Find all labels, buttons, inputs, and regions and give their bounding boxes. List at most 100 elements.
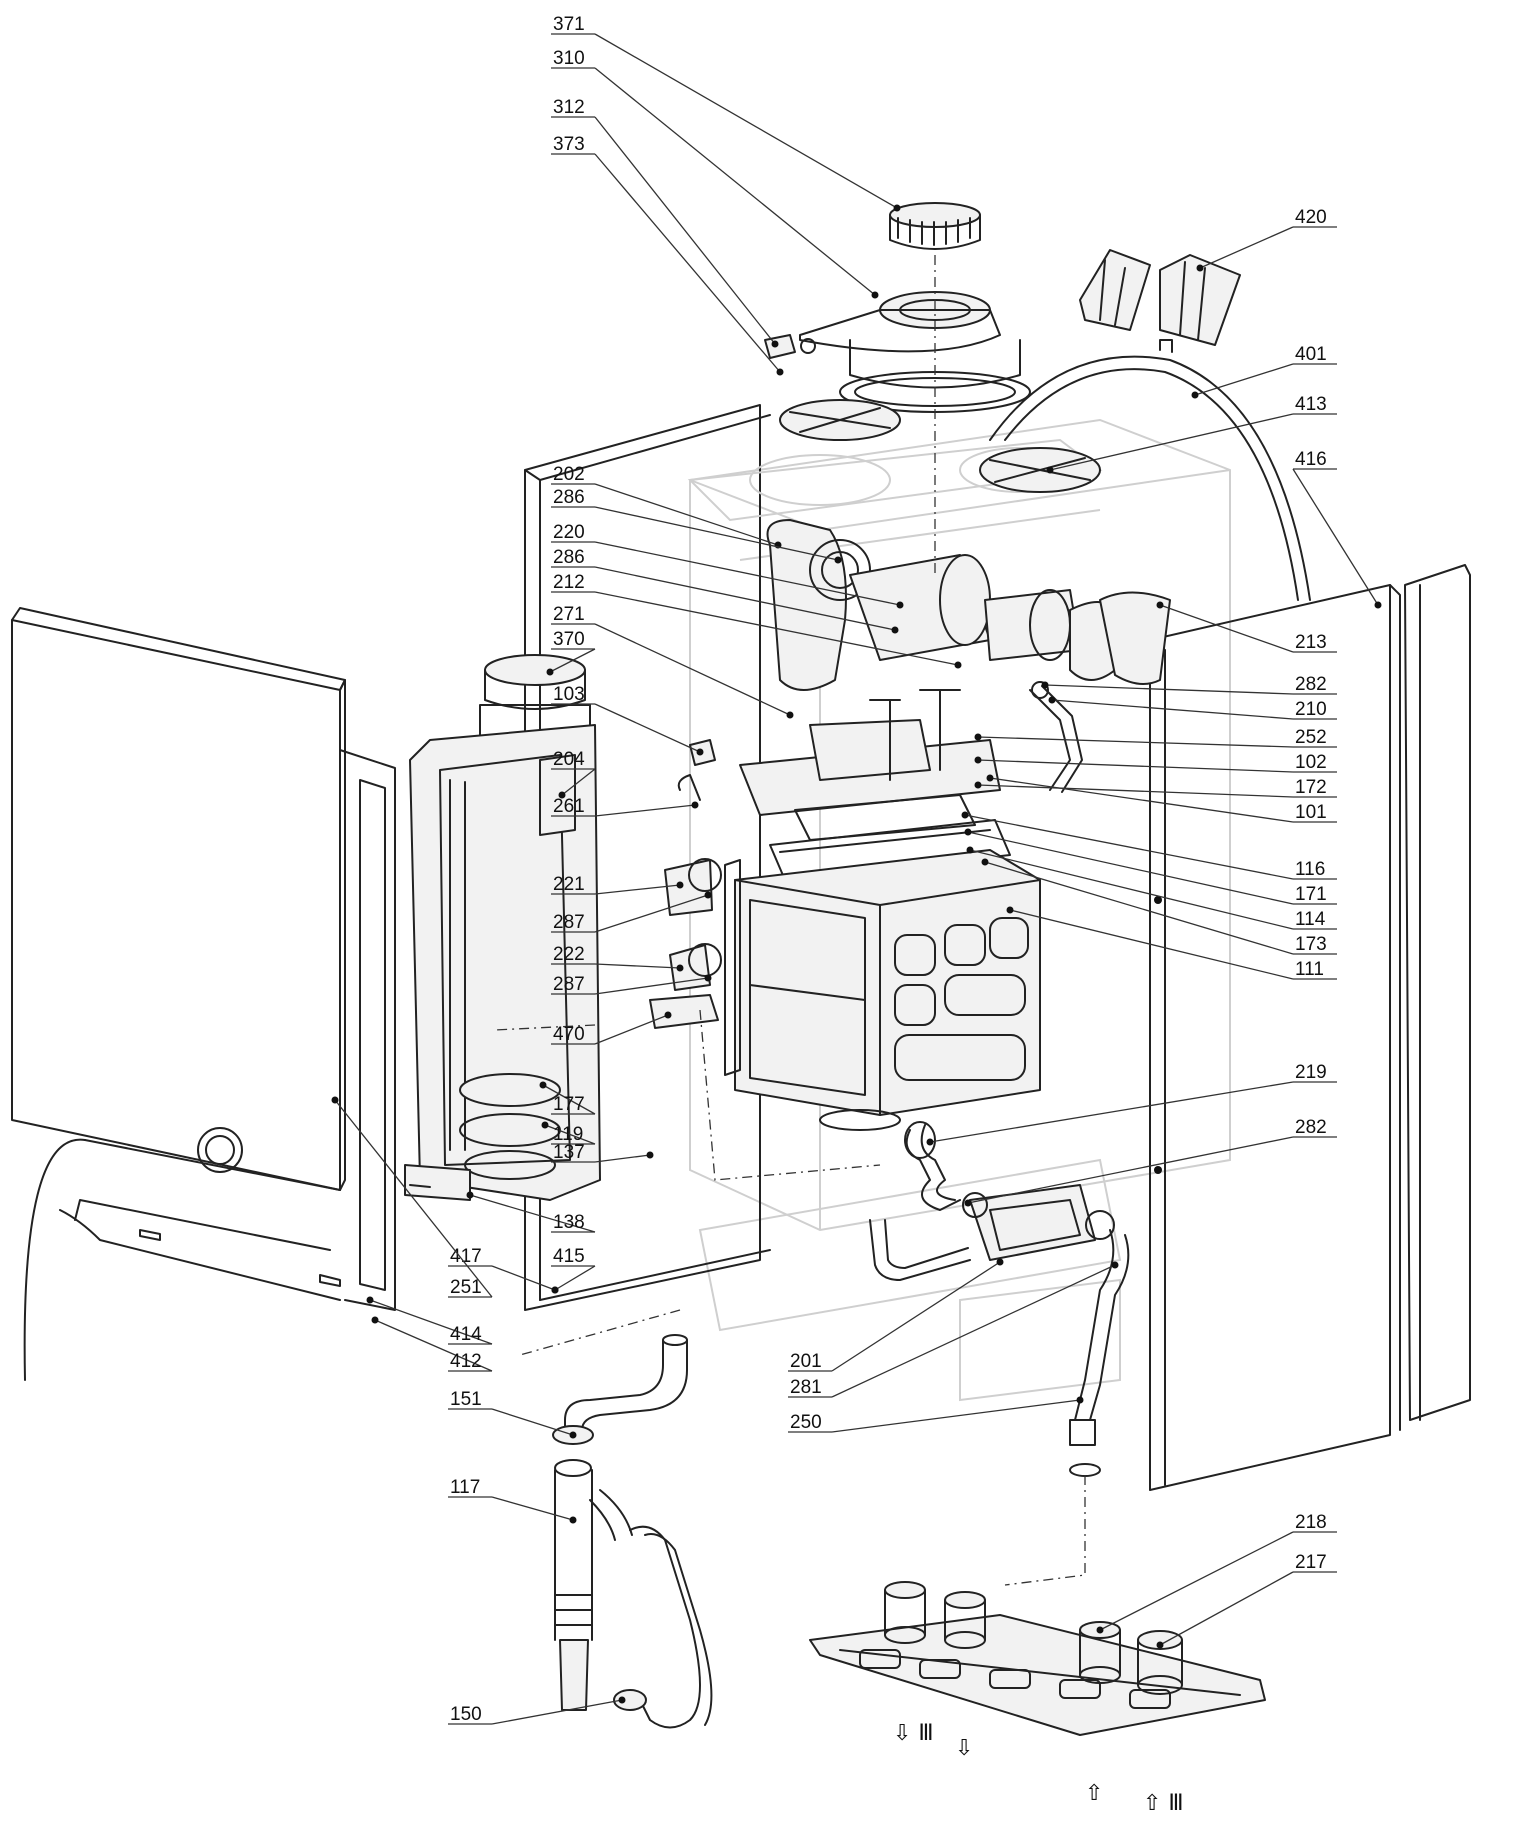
callout-dot: [558, 791, 566, 799]
part-number-label: 117: [450, 1477, 480, 1498]
callout-114: 114: [966, 846, 1337, 930]
callout-leader: [491, 1408, 574, 1436]
callout-416: 416: [1292, 449, 1382, 609]
gas-pipe: [1029, 681, 1083, 793]
part-number-label: 420: [1295, 207, 1327, 228]
callout-150: 150: [448, 1696, 626, 1725]
callout-dot: [676, 881, 684, 889]
part-number-label: 201: [790, 1351, 822, 1372]
wall-bracket: [1079, 249, 1241, 346]
callout-dot: [646, 1151, 654, 1159]
callout-286: 286: [551, 547, 899, 634]
callout-dot: [1048, 696, 1056, 704]
part-number-label: 370: [553, 629, 585, 650]
callout-312: 312: [551, 97, 779, 348]
callout-leader: [594, 884, 681, 895]
callout-leader: [1044, 684, 1294, 695]
part-number-label: 281: [790, 1377, 822, 1398]
callout-leader: [491, 1699, 623, 1725]
callout-219: 219: [926, 1062, 1337, 1146]
part-number-label: 116: [1295, 859, 1325, 880]
callout-leader: [594, 153, 781, 373]
part-number-label: 222: [553, 944, 585, 965]
part-number-label: 177: [553, 1094, 585, 1115]
part-number-label: 310: [553, 48, 585, 69]
callout-leader: [544, 1124, 596, 1145]
fitting-2: [944, 1591, 986, 1649]
callout-leader: [1051, 699, 1294, 720]
part-number-label: 111: [1295, 959, 1324, 980]
callout-172: 172: [974, 777, 1337, 798]
callout-dot: [1196, 264, 1204, 272]
part-number-label: 287: [553, 912, 585, 933]
callout-401: 401: [1191, 344, 1337, 399]
burner-assembly: [739, 689, 1011, 881]
callout-dot: [986, 774, 994, 782]
flue-adaptor: [764, 202, 1031, 441]
part-number-label: 413: [1295, 394, 1327, 415]
callout-373: 373: [551, 134, 784, 376]
callout-leader: [977, 736, 1294, 748]
callout-252: 252: [974, 727, 1337, 748]
callout-leader: [969, 849, 1294, 930]
part-number-label: 103: [553, 684, 585, 705]
callout-417: 417: [448, 1246, 559, 1294]
part-number-label: 213: [1295, 632, 1327, 653]
callout-leader: [831, 1399, 1081, 1433]
callout-leader: [374, 1319, 493, 1372]
part-number-label: 373: [553, 134, 585, 155]
callout-102: 102: [974, 752, 1337, 773]
callout-leader: [594, 894, 709, 933]
callout-dot: [541, 1121, 549, 1129]
part-number-label: 417: [450, 1246, 482, 1267]
part-number-label: 119: [553, 1124, 583, 1145]
part-number-label: 412: [450, 1351, 482, 1372]
callout-413: 413: [1046, 394, 1337, 474]
callout-dot: [966, 846, 974, 854]
part-number-label: 138: [553, 1212, 585, 1233]
part-number-label: 282: [1295, 1117, 1327, 1138]
callout-212: 212: [551, 572, 962, 669]
bracket-470: [649, 994, 719, 1029]
callout-dot: [1111, 1261, 1119, 1269]
callout-173: 173: [981, 858, 1337, 955]
callout-dot: [1156, 601, 1164, 609]
part-number-label: 271: [553, 604, 585, 625]
callout-layer: 3713103123734204014134162022862202862122…: [331, 14, 1382, 1725]
callout-dot: [1096, 1626, 1104, 1634]
callout-204: 204: [551, 749, 596, 799]
callout-dot: [964, 828, 972, 836]
part-number-label: 102: [1295, 752, 1327, 773]
callout-dot: [961, 811, 969, 819]
callout-leader: [831, 1264, 1116, 1398]
callout-leader: [594, 1154, 651, 1163]
callout-dot: [664, 1011, 672, 1019]
callout-leader: [469, 1194, 596, 1233]
part-number-label: 287: [553, 974, 585, 995]
callout-dot: [974, 781, 982, 789]
part-number-label: 172: [1295, 777, 1327, 798]
callout-dot: [546, 668, 554, 676]
callout-dot: [981, 858, 989, 866]
callout-dot: [704, 891, 712, 899]
part-number-label: 415: [553, 1246, 585, 1267]
callout-221: 221: [551, 874, 684, 895]
callout-dot: [834, 556, 842, 564]
callout-leader: [491, 1265, 556, 1291]
callout-leader: [594, 566, 896, 631]
callout-leader: [1049, 413, 1294, 471]
callout-leader: [989, 777, 1294, 823]
gas-symbol: ⇩: [955, 1736, 973, 1761]
callout-leader: [554, 1265, 596, 1291]
part-number-label: 171: [1295, 884, 1327, 905]
callout-dot: [676, 964, 684, 972]
callout-leader: [594, 116, 776, 345]
part-number-label: 210: [1295, 699, 1327, 720]
callout-leader: [594, 623, 791, 716]
callout-leader: [967, 1136, 1294, 1204]
callout-leader: [1292, 468, 1379, 606]
part-number-label: 416: [1295, 449, 1327, 470]
callout-leader: [594, 483, 779, 546]
callout-leader: [594, 963, 681, 969]
